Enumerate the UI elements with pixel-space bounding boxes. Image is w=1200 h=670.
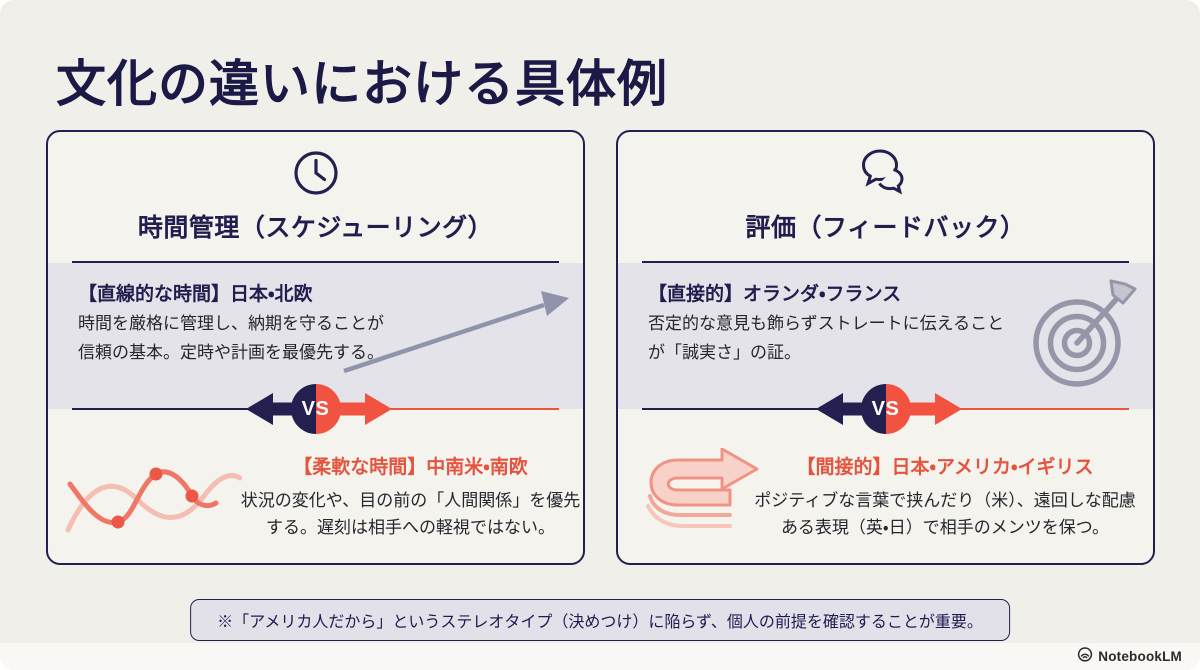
flexible-time-body: 状況の変化や、目の前の「人間関係」を優先する。遅刻は相手への軽視ではない。 <box>240 491 581 538</box>
u-turn-arrow-icon <box>636 447 766 548</box>
brand: NotebookLM <box>1077 646 1182 667</box>
notebooklm-logo-icon <box>1077 646 1093 667</box>
vs-badge: VS <box>860 384 911 434</box>
chat-bubbles-icon <box>858 148 914 201</box>
indirect-feedback-block: 【間接的】日本・アメリカ・イギリス ポジティブな言葉で挟んだり（米）、遠回しな配… <box>746 452 1144 541</box>
section-divider-line <box>72 260 559 263</box>
vs-left-arrow-icon <box>246 392 304 431</box>
footer: NotebookLM <box>0 643 1200 670</box>
direct-heading: 【直接的】オランダ・フランス <box>648 284 902 305</box>
card-title: 評価（フィードバック） <box>745 214 1026 242</box>
stereotype-note: ※「アメリカ人だから」というステレオタイプ（決めつけ）に陥らず、個人の前提を確認… <box>190 599 1010 641</box>
vs-label: VS <box>871 397 900 420</box>
vs-line-left <box>72 408 280 410</box>
section-divider-line <box>642 260 1129 263</box>
brand-label: NotebookLM <box>1098 649 1182 664</box>
vs-right-arrow-icon <box>334 392 392 431</box>
rising-trend-arrow-icon <box>336 285 571 390</box>
vs-line-left <box>642 408 850 410</box>
indirect-heading: 【間接的】日本・アメリカ・イギリス <box>796 457 1094 478</box>
card-time-management: 時間管理（スケジューリング） 【直線的な時間】日本・北欧 時間を厳格に管理し、納… <box>46 130 585 565</box>
flexible-time-heading: 【柔軟な時間】中南米・南欧 <box>293 457 528 478</box>
page-title: 文化の違いにおける具体例 <box>56 56 668 112</box>
indirect-body: ポジティブな言葉で挟んだり（米）、遠回しな配慮ある表現（英・日）で相手のメンツを… <box>754 491 1136 538</box>
linear-time-heading: 【直線的な時間】日本・北欧 <box>78 284 313 305</box>
card-feedback: 評価（フィードバック） 【直接的】オランダ・フランス 否定的な意見も飾らずストレ… <box>616 130 1155 565</box>
vs-right-arrow-icon <box>904 392 962 431</box>
note-text: ※「アメリカ人だから」というステレオタイプ（決めつけ）に陥らず、個人の前提を確認… <box>217 614 983 631</box>
vs-label: VS <box>301 397 330 420</box>
vs-line-right <box>926 408 1129 410</box>
wavy-line-chart-icon <box>62 448 243 553</box>
direct-body: 否定的な意見も飾らずストレートに伝えることが「誠実さ」の証。 <box>648 314 1005 363</box>
vs-line-right <box>356 408 559 410</box>
card-title: 時間管理（スケジューリング） <box>137 214 494 242</box>
clock-icon <box>291 148 341 203</box>
vs-left-arrow-icon <box>816 392 874 431</box>
linear-time-body: 時間を厳格に管理し、納期を守ることが信頼の基本。定時や計画を最優先する。 <box>78 314 384 363</box>
flexible-time-block: 【柔軟な時間】中南米・南欧 状況の変化や、目の前の「人間関係」を優先する。遅刻は… <box>238 452 583 541</box>
vs-badge: VS <box>290 384 341 434</box>
target-dart-icon <box>1027 277 1141 400</box>
